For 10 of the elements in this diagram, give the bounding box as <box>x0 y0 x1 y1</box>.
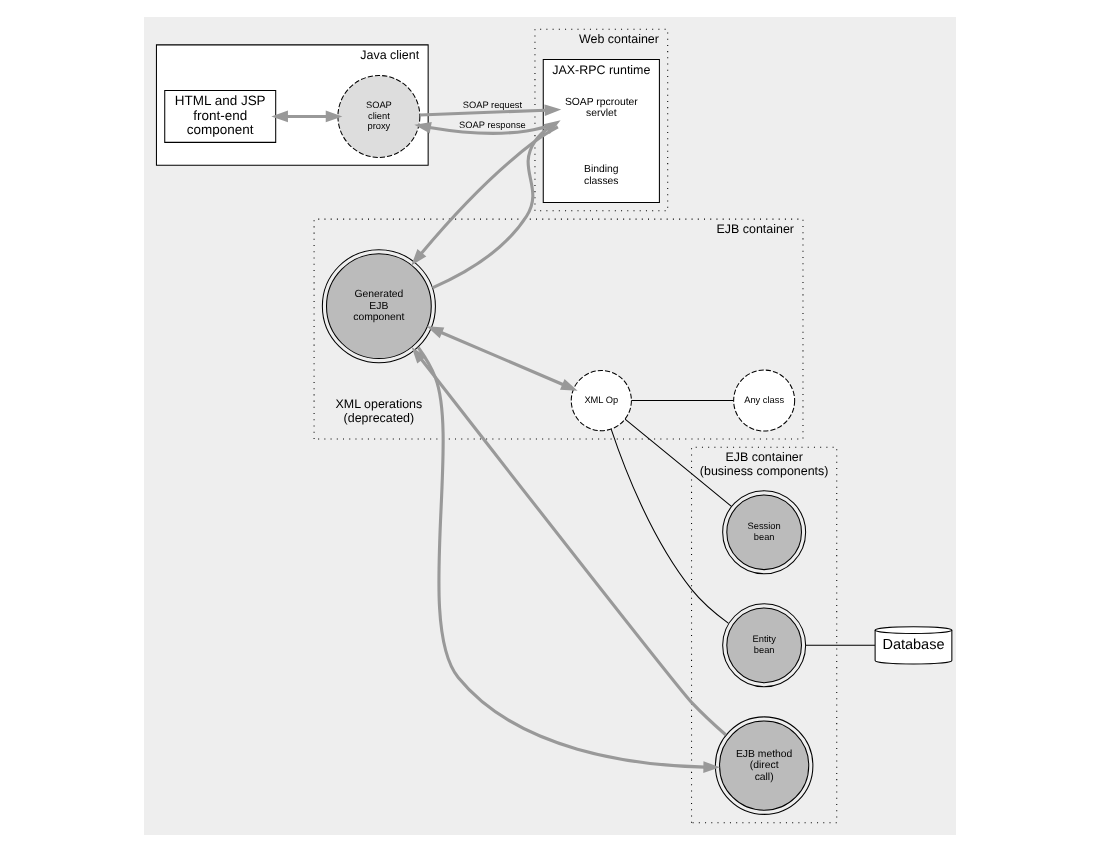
connector <box>623 418 731 507</box>
connector <box>609 428 729 624</box>
connector <box>804 644 875 646</box>
arrow <box>425 326 577 391</box>
arrow <box>413 121 556 135</box>
arrow <box>270 110 342 123</box>
arrow <box>410 125 558 266</box>
arrow <box>430 120 560 290</box>
arrow <box>418 104 561 117</box>
connector <box>629 400 733 402</box>
